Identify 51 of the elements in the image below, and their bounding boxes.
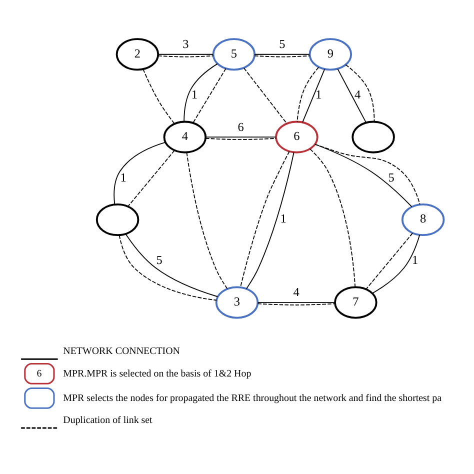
legend-label: NETWORK CONNECTION [63, 346, 180, 358]
node-ellipse: 8 [401, 204, 445, 236]
edge-label: 1 [280, 212, 286, 226]
connector [158, 55, 214, 58]
connector [142, 68, 175, 124]
edge-label: 5 [388, 170, 394, 184]
edge-label: 1 [120, 170, 126, 184]
connector [158, 54, 214, 55]
connector [257, 302, 336, 303]
connector [184, 63, 218, 122]
node-circle [352, 120, 395, 154]
node-circle [96, 204, 140, 236]
connector [302, 68, 325, 123]
legend-label: MPR.MPR is selected on the basis of 1&2 Hop [63, 368, 252, 380]
node-ellipse: 9 [308, 38, 352, 71]
connector [310, 148, 356, 288]
connector [345, 64, 375, 122]
edge-label: 1 [412, 253, 418, 268]
connector [254, 54, 310, 55]
connector [257, 303, 336, 306]
edge-label: 3 [182, 37, 189, 52]
node-ellipse: 6 [275, 120, 318, 154]
edge-label: 4 [293, 285, 300, 300]
connector [186, 152, 228, 290]
connector [366, 232, 413, 290]
node-ellipse: 7 [334, 286, 378, 319]
edge-label: 5 [156, 253, 162, 268]
connector [205, 136, 276, 138]
edge-label: 5 [279, 37, 286, 52]
node-ellipse: 2 [116, 38, 160, 71]
connector [337, 68, 366, 123]
legend-label: MPR selects the nodes for propagated the RRE throughout the network and find the shortest pa [63, 392, 442, 404]
node-ellipse: 4 [163, 120, 207, 154]
connector [192, 68, 226, 124]
connector [296, 66, 320, 122]
connector [240, 151, 290, 288]
edge-label: 6 [238, 120, 244, 134]
connector [244, 68, 288, 124]
connector [114, 142, 166, 206]
connector [128, 150, 175, 207]
connector [205, 138, 277, 140]
connector [254, 55, 310, 58]
connector [372, 234, 420, 294]
edge-label: 1 [191, 88, 198, 102]
node-ellipse: 3 [215, 286, 259, 319]
legend-label: Duplication of link set [63, 414, 152, 426]
node-ellipse: 5 [212, 38, 256, 71]
label: 6 [36, 368, 42, 380]
connector [246, 152, 294, 290]
edge-label: 1 [315, 88, 322, 102]
edge-label: 4 [354, 88, 361, 102]
